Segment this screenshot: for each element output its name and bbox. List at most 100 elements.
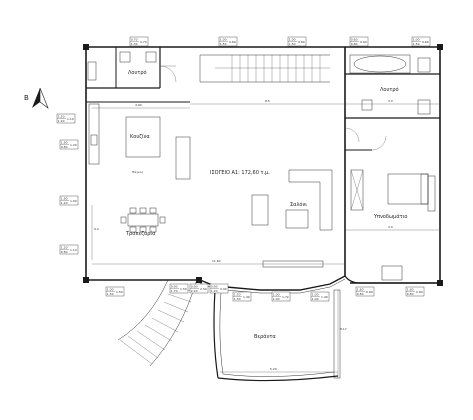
window-tag-height: 1.30 <box>234 297 241 301</box>
dim-text: 5.20 <box>270 367 277 371</box>
window-tag-sill: 0.60 <box>298 40 305 44</box>
room-label-dining: Τραπεζαρία <box>125 230 156 237</box>
window-tag-width: 0.90 <box>171 285 178 289</box>
window-tag-width: 1.00 <box>107 288 114 292</box>
window-tag-height: 1.00 <box>312 297 319 301</box>
window-tag-sill: 0.80 <box>366 290 373 294</box>
window-tag-sill: 1.40 <box>243 295 250 299</box>
north-label: B <box>24 94 29 102</box>
bed <box>350 169 436 281</box>
window-tag-height: 1.20 <box>211 289 218 293</box>
living-sofa <box>251 169 333 268</box>
window-tag-width: 1.20 <box>234 293 241 297</box>
window-tag-width: 1.20 <box>58 115 65 119</box>
window-tag-width: 0.90 <box>211 285 218 289</box>
room-label-bedroom: Υπνοδωμάτιο <box>373 213 407 220</box>
window-tag-width: 0.70 <box>131 38 138 42</box>
window-tag-width: 1.00 <box>312 293 319 297</box>
exterior-staircase <box>117 279 197 367</box>
window-tag-width: 1.80 <box>357 288 364 292</box>
room-label-wc-right: Λουτρό <box>380 86 399 93</box>
window-tag-height: 0.80 <box>357 292 364 296</box>
window-tag-width: 1.00 <box>273 293 280 297</box>
dining-table <box>120 207 166 233</box>
window-tag-width: 1.80 <box>61 141 68 145</box>
window-tag-width: 1.00 <box>413 38 420 42</box>
window-tag-height: 1.20 <box>61 201 68 205</box>
dim-text: 3.0 <box>388 99 393 103</box>
dim-text: 11.60 <box>212 259 221 263</box>
window-tag-sill: 1.40 <box>321 295 328 299</box>
window-tag-height: 1.30 <box>131 42 138 46</box>
window-tag-sill: 2.50 <box>200 287 207 291</box>
window-tag-sill: 0.80 <box>416 290 423 294</box>
window-tag-height: 1.70 <box>171 289 178 293</box>
bedroom-bottom-wall <box>344 275 440 284</box>
window-tag-height: 0.80 <box>407 292 414 296</box>
window-tag-sill: 0.70 <box>140 40 147 44</box>
doors <box>159 65 387 151</box>
room-label-veranda: Βεράντα <box>254 333 276 340</box>
window-tag-sill: 1.50 <box>180 287 187 291</box>
window-tag-height: 1.50 <box>107 292 114 296</box>
dimension-lines <box>91 103 440 378</box>
room-label-counter: Πάγκος <box>132 170 144 174</box>
dim-text: 8.5 <box>265 99 270 103</box>
window-tag-sill: 0.90 <box>220 287 227 291</box>
veranda <box>213 289 341 382</box>
window-tag-width: 1.80 <box>61 197 68 201</box>
window-tag-sill: 1.50 <box>116 290 123 294</box>
north-arrow-icon <box>32 87 49 109</box>
window-tag-height: 1.20 <box>58 119 65 123</box>
window-tag-sill: 1.10 <box>70 248 77 252</box>
interior-walls <box>86 47 440 276</box>
floor-area-label: ΙΣΟΓΕΙΟ Α1: 172,60 τ.μ. <box>210 170 270 176</box>
window-tag-sill: 1.10 <box>67 117 74 121</box>
window-tag-sill: 0.60 <box>360 40 367 44</box>
window-tag-height: 1.50 <box>220 42 227 46</box>
window-tag-width: 1.00 <box>220 38 227 42</box>
window-tag-sill: 1.72 <box>282 295 289 299</box>
wc-fixtures-right <box>349 54 431 115</box>
window-tag-sill: 1.20 <box>70 143 77 147</box>
window-tag-height: 1.00 <box>273 297 280 301</box>
window-tag-height: 2.20 <box>191 289 198 293</box>
window-tag-width: 0.90 <box>191 285 198 289</box>
window-tag-height: 1.50 <box>289 42 296 46</box>
window-tag-width: 1.20 <box>61 246 68 250</box>
window-tag-height: 0.80 <box>61 250 68 254</box>
window-tag-width: 1.80 <box>407 288 414 292</box>
kitchen-island <box>125 116 161 158</box>
window-tag-sill: 0.60 <box>422 40 429 44</box>
window-tag-sill: 1.00 <box>70 199 77 203</box>
kitchen-counter <box>88 103 191 180</box>
window-tag-height: 0.60 <box>351 42 358 46</box>
window-tag-height: 0.80 <box>61 145 68 149</box>
window-tag-sill: 0.60 <box>229 40 236 44</box>
exterior-walls <box>83 44 443 286</box>
room-label-kitchen: Κουζίνα <box>130 133 150 140</box>
window-tag-width: 1.00 <box>289 38 296 42</box>
dim-text: 9.0 <box>94 227 99 231</box>
dim-text: 3.0 <box>388 225 393 229</box>
dim-text: 4.90 <box>135 103 142 107</box>
